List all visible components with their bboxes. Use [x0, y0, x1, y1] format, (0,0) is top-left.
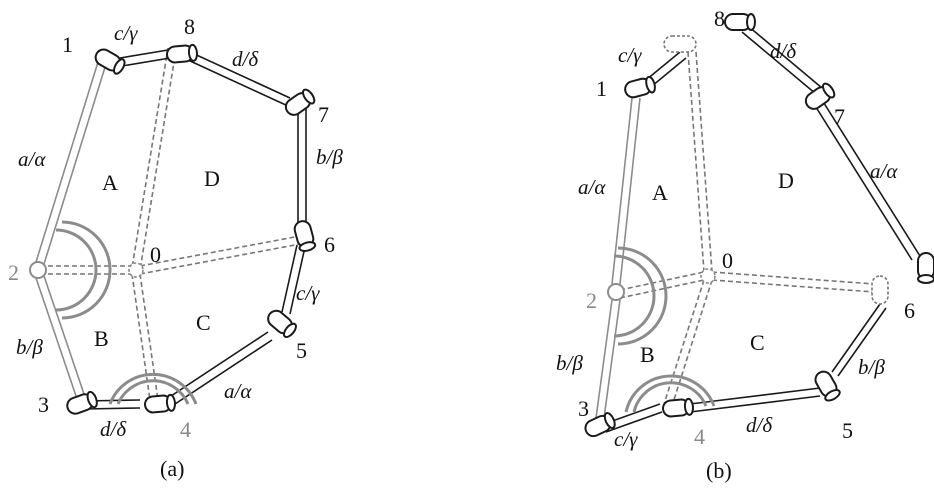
panel-a-joint-2-label: 2: [8, 260, 19, 285]
panel-a-caption: (a): [160, 456, 184, 481]
panel-b-joint-6-label: 6: [904, 298, 915, 323]
panel-b-joint-5-icon: [811, 367, 843, 404]
panel-b-outer-links: [603, 25, 921, 433]
panel-a-link-3-4: d/δ: [100, 417, 127, 441]
panel-b-face-a: A: [652, 180, 668, 205]
panel-a-joint-4-icon: [143, 393, 177, 415]
panel-b-link-1-2: a/α: [578, 175, 606, 199]
panel-a-face-c: C: [196, 310, 211, 335]
panel-b-joint-ghost-icon: [663, 35, 697, 53]
panel-a-joint-1-label: 1: [62, 32, 73, 57]
panel-a-joint-5-icon: [263, 306, 300, 341]
panel-a-inner-links: [40, 47, 301, 401]
panel-b-joint-5-label: 5: [842, 418, 853, 443]
panel-a-joint-8-icon: [165, 43, 199, 65]
panel-b-joint-2-icon: [607, 283, 625, 301]
panel-b-link-4-5: d/δ: [746, 413, 773, 437]
panel-a-link-4-5: a/α: [224, 379, 252, 403]
panel-b-joint-4-icon: [661, 397, 695, 419]
panel-a-outer-links: [83, 49, 307, 410]
panel-b-joint-0-label: 0: [722, 248, 733, 273]
panel-a-link-8-7: d/δ: [232, 47, 259, 71]
panel-b-joint-3-label: 3: [578, 396, 589, 421]
panel-a-face-a: A: [102, 170, 118, 195]
panel-b-joint-6b-icon: [917, 252, 934, 284]
panel-b-face-c: C: [750, 330, 765, 355]
panel-b-angle-arcs: [613, 246, 716, 413]
panel-b-joint-1-icon: [622, 74, 658, 101]
panel-a-joint-6-label: 6: [324, 232, 335, 257]
panel-a-link-1-2: a/α: [18, 147, 46, 171]
panel-a-face-b: B: [94, 326, 109, 351]
panel-a-face-d: D: [204, 166, 220, 191]
panel-b-link-8-7: d/δ: [770, 39, 797, 63]
panel-a-joint-0-icon: [128, 262, 144, 278]
panel-a-joint-3-icon: [64, 389, 100, 417]
panel-b-joint-2-label: 2: [586, 288, 597, 313]
panel-b-joint-4-label: 4: [694, 424, 705, 449]
panel-a-joint-4-label: 4: [180, 417, 191, 442]
panel-b-link-6-5: b/β: [858, 355, 885, 379]
panel-a-joint-5-label: 5: [296, 338, 307, 363]
panel-b-caption: (b): [706, 458, 732, 483]
panel-a-joint-1-icon: [91, 45, 128, 77]
panel-b-joint-1-label: 1: [596, 76, 607, 101]
panel-b-inner-links: [619, 43, 875, 407]
panel-b: 1 2 3 4 5 6 7 8 0 A B C D c/γ d/δ a/α a/…: [556, 6, 934, 483]
panel-a-joint-8-label: 8: [184, 14, 195, 39]
panel-a-link-7-6: b/β: [316, 145, 343, 169]
panel-b-joint-8-label: 8: [714, 6, 725, 31]
panel-a-joint-2-icon: [29, 261, 47, 279]
panel-b-face-d: D: [778, 168, 794, 193]
panel-b-joint-6-icon: [871, 275, 889, 305]
panel-b-link-2-3: b/β: [556, 351, 583, 375]
panel-a: 1 2 3 4 5 6 7 8 0 A B C D c/γ d/δ a/α b/…: [8, 14, 343, 481]
panel-a-link-2-3: b/β: [16, 335, 43, 359]
panel-a-angle-arcs: [55, 220, 198, 405]
panel-a-joint-7-icon: [281, 86, 318, 120]
panel-b-link-1-8: c/γ: [618, 43, 642, 67]
panel-b-link-3-4: c/γ: [614, 427, 638, 451]
panel-a-joint-0-label: 0: [150, 242, 161, 267]
panel-b-joint-7-label: 7: [834, 104, 845, 129]
panel-b-joint-8-icon: [724, 13, 756, 31]
panel-b-face-b: B: [640, 342, 655, 367]
panel-a-gray-links: [35, 61, 107, 397]
panel-a-link-6-5: c/γ: [296, 281, 320, 305]
panel-a-link-1-8: c/γ: [114, 21, 138, 45]
panel-b-joint-0-icon: [700, 268, 716, 284]
panel-b-gray-links: [595, 97, 641, 419]
panel-a-joint-7-label: 7: [318, 102, 329, 127]
panel-b-link-7-6: a/α: [870, 159, 898, 183]
panel-a-joint-3-label: 3: [38, 392, 49, 417]
